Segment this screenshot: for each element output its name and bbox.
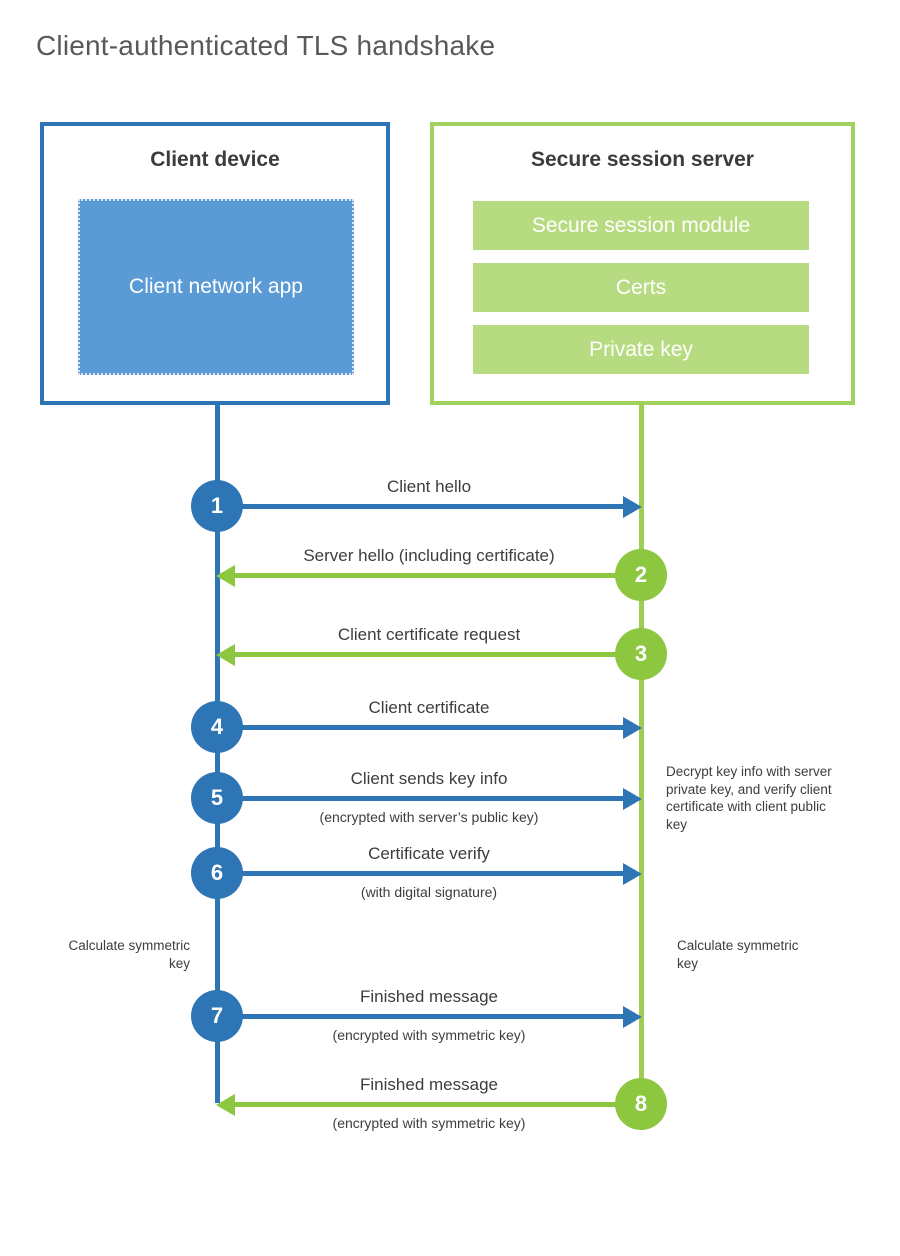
message-6-label: Certificate verify <box>368 844 490 863</box>
server-module-certs: Certs <box>473 263 809 312</box>
arrow-line <box>217 725 624 730</box>
step-badge-7: 7 <box>191 990 243 1042</box>
message-5-sublabel: (encrypted with server’s public key) <box>319 809 539 825</box>
message-4-label: Client certificate <box>368 698 490 717</box>
client-network-app-box: Client network app <box>78 199 354 375</box>
message-6-sublabel: (with digital signature) <box>360 884 498 900</box>
page-title: Client-authenticated TLS handshake <box>36 30 496 61</box>
step-badge-1: 1 <box>191 480 243 532</box>
server-module-private-key: Private key <box>473 325 809 374</box>
message-3-label: Client certificate request <box>337 625 521 644</box>
arrow-left-icon <box>216 565 235 587</box>
arrow-left-icon <box>216 644 235 666</box>
note-calculate-symmetric-key-client: Calculate symmetric key <box>68 938 190 971</box>
arrow-line <box>217 871 624 876</box>
message-5-client-sends-key-info: 5 Client sends key info (encrypted with … <box>191 769 667 825</box>
message-1-label: Client hello <box>386 477 472 496</box>
message-8-finished-message: 8 Finished message (encrypted with symme… <box>191 1075 667 1131</box>
arrow-right-icon <box>623 496 642 518</box>
arrow-right-icon <box>623 717 642 739</box>
server-lifeline <box>639 403 644 1130</box>
arrow-line <box>235 1102 641 1107</box>
arrow-line <box>235 573 641 578</box>
step-badge-8: 8 <box>615 1078 667 1130</box>
message-2-label: Server hello (including certificate) <box>303 546 555 565</box>
step-badge-4: 4 <box>191 701 243 753</box>
arrow-right-icon <box>623 1006 642 1028</box>
message-8-label: Finished message <box>360 1075 498 1094</box>
step-badge-2: 2 <box>615 549 667 601</box>
server-module-secure-session: Secure session module <box>473 201 809 250</box>
message-1-client-hello: 1 Client hello <box>191 477 667 532</box>
message-7-label: Finished message <box>360 987 498 1006</box>
message-5-label: Client sends key info <box>350 769 508 788</box>
step-badge-3: 3 <box>615 628 667 680</box>
client-lifeline <box>215 403 220 1103</box>
secure-session-server-title: Secure session server <box>531 148 754 171</box>
arrow-right-icon <box>623 788 642 810</box>
step-badge-5: 5 <box>191 772 243 824</box>
message-6-certificate-verify: 6 Certificate verify (with digital signa… <box>191 844 667 900</box>
arrow-line <box>217 504 624 509</box>
message-3-client-certificate-request: 3 Client certificate request <box>191 625 667 680</box>
step-badge-6: 6 <box>191 847 243 899</box>
note-calculate-symmetric-key-server: Calculate symmetric key <box>677 938 799 971</box>
client-device-box: Client device Client network app <box>40 122 390 405</box>
message-4-client-certificate: 4 Client certificate <box>191 698 667 753</box>
client-device-title: Client device <box>150 148 280 171</box>
secure-session-server-box: Secure session server Secure session mod… <box>430 122 855 405</box>
arrow-right-icon <box>623 863 642 885</box>
message-7-finished-message: 7 Finished message (encrypted with symme… <box>191 987 667 1043</box>
server-modules-list: Secure session module Certs Private key <box>473 201 809 374</box>
message-8-sublabel: (encrypted with symmetric key) <box>332 1115 526 1131</box>
arrow-left-icon <box>216 1094 235 1116</box>
arrow-line <box>217 796 624 801</box>
arrow-line <box>235 652 641 657</box>
arrow-line <box>217 1014 624 1019</box>
message-7-sublabel: (encrypted with symmetric key) <box>332 1027 526 1043</box>
message-2-server-hello: 2 Server hello (including certificate) <box>191 546 667 601</box>
note-decrypt-key-info: Decrypt key info with server private key… <box>666 764 832 832</box>
